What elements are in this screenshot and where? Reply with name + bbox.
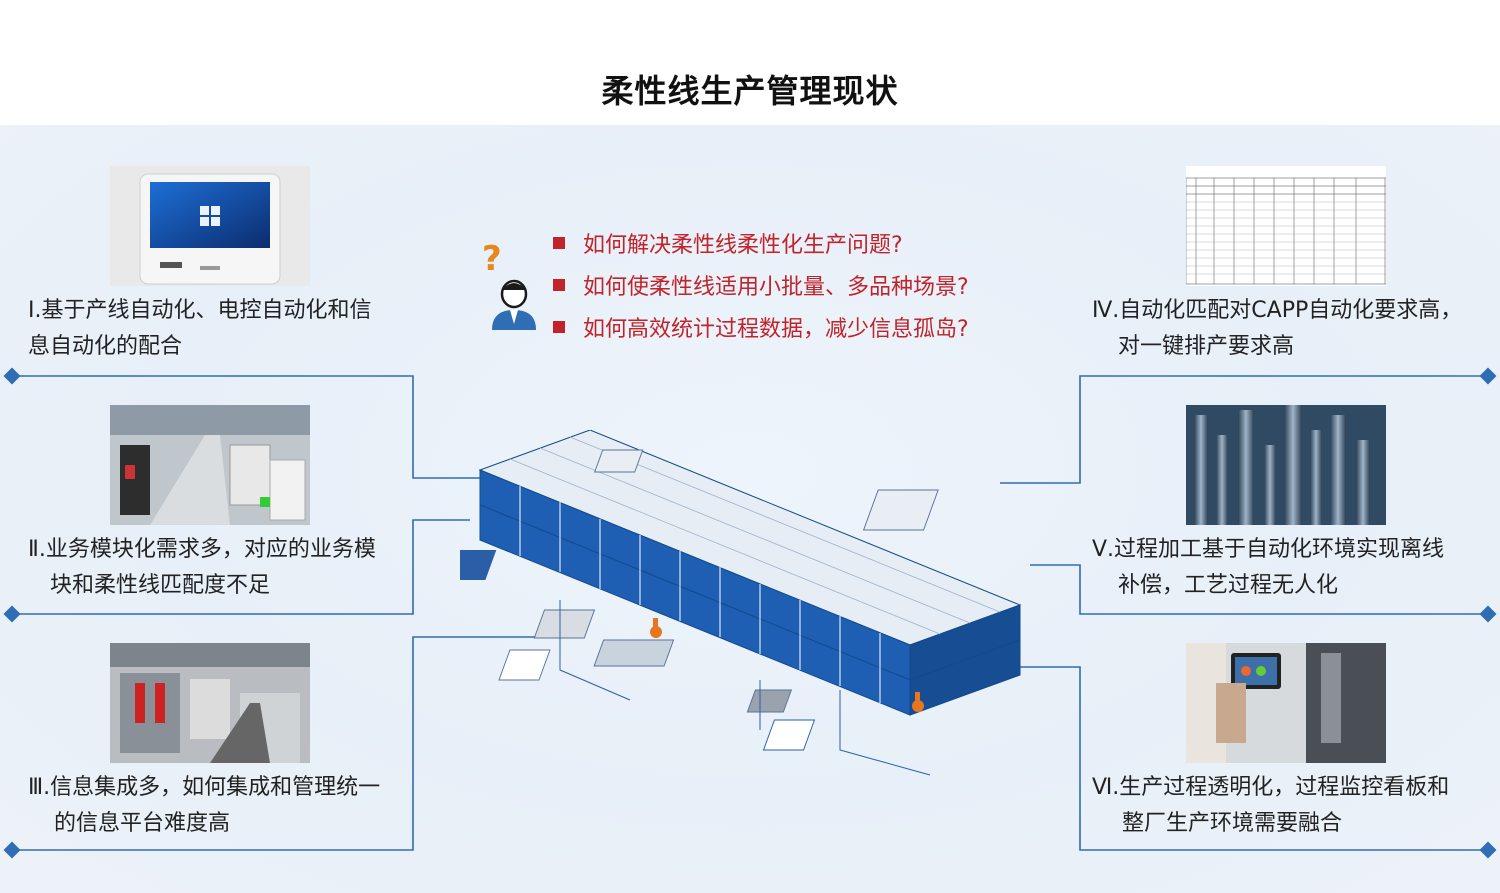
item-6-line2: 整厂生产环境需要融合: [1122, 811, 1343, 836]
question-list: 如何解决柔性线柔性化生产问题? 如何使柔性线适用小批量、多品种场景? 如何高效统…: [553, 222, 969, 348]
item-2-caption: Ⅱ.业务模块化需求多，对应的业务模 块和柔性线匹配度不足: [28, 532, 376, 604]
page-title: 柔性线生产管理现状: [601, 72, 899, 110]
item-4-line2: 对一键排产要求高: [1118, 334, 1295, 359]
square-bullet-icon: [553, 321, 565, 333]
question-text: 如何解决柔性线柔性化生产问题?: [583, 233, 903, 258]
item-3-caption: Ⅲ.信息集成多，如何集成和管理统一 的信息平台难度高: [28, 770, 380, 842]
tablet-monitoring-photo: [1186, 643, 1386, 763]
question-text: 如何高效统计过程数据，减少信息孤岛?: [583, 317, 969, 342]
machining-line-photo: [110, 405, 310, 525]
question-text: 如何使柔性线适用小批量、多品种场景?: [583, 275, 969, 300]
item-2-line2: 块和柔性线匹配度不足: [50, 573, 271, 598]
item-1-line2: 息自动化的配合: [28, 334, 183, 359]
item-1-caption: Ⅰ.基于产线自动化、电控自动化和信 息自动化的配合: [28, 293, 371, 365]
item-2-line1: Ⅱ.业务模块化需求多，对应的业务模: [28, 537, 376, 562]
square-bullet-icon: [553, 237, 565, 249]
item-5-caption: Ⅴ.过程加工基于自动化环境实现离线 补偿，工艺过程无人化: [1092, 532, 1444, 604]
flexible-line-illustration: [460, 430, 1022, 776]
question-item: 如何使柔性线适用小批量、多品种场景?: [553, 264, 969, 306]
factory-floor-photo: [110, 643, 310, 763]
item-6-caption: Ⅵ.生产过程透明化，过程监控看板和 整厂生产环境需要融合: [1092, 770, 1449, 842]
square-bullet-icon: [553, 279, 565, 291]
question-item: 如何高效统计过程数据，减少信息孤岛?: [553, 306, 969, 348]
item-5-line1: Ⅴ.过程加工基于自动化环境实现离线: [1092, 537, 1445, 562]
question-item: 如何解决柔性线柔性化生产问题?: [553, 222, 969, 264]
item-4-line1: Ⅳ.自动化匹配对CAPP自动化要求高，: [1092, 298, 1463, 323]
item-3-line1: Ⅲ.信息集成多，如何集成和管理统一: [28, 775, 381, 800]
item-4-caption: Ⅳ.自动化匹配对CAPP自动化要求高， 对一键排产要求高: [1092, 293, 1462, 365]
confused-person-icon: ?: [482, 239, 536, 330]
cutting-tools-photo: [1186, 405, 1386, 525]
kiosk-terminal-photo: [110, 166, 310, 286]
item-1-line1: Ⅰ.基于产线自动化、电控自动化和信: [28, 298, 372, 323]
item-5-line2: 补偿，工艺过程无人化: [1118, 573, 1339, 598]
svg-text:?: ?: [482, 239, 502, 279]
item-3-line2: 的信息平台难度高: [54, 811, 231, 836]
item-6-line1: Ⅵ.生产过程透明化，过程监控看板和: [1092, 775, 1450, 800]
spreadsheet-photo: [1186, 166, 1386, 286]
